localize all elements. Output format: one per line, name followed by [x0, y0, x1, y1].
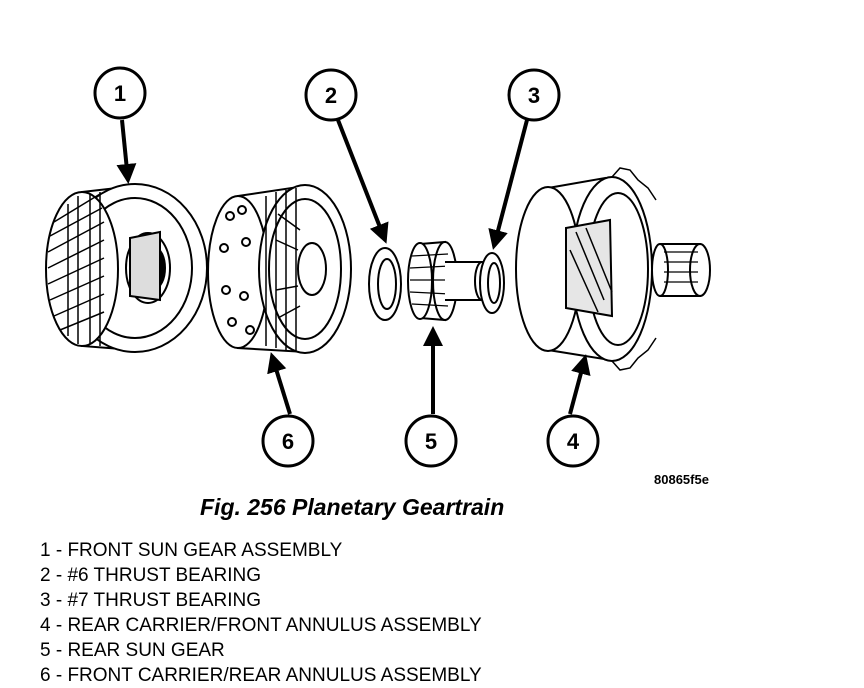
callout-1-label: 1 [114, 81, 126, 106]
arrow-4 [568, 354, 591, 415]
legend-item: 6 - FRONT CARRIER/REAR ANNULUS ASSEMBLY [40, 665, 482, 686]
callout-3-label: 3 [528, 83, 540, 108]
rear-sun-gear-drawing [407, 240, 490, 322]
callout-3: 3 [507, 68, 561, 122]
arrow-6 [267, 352, 292, 415]
callout-5: 5 [404, 414, 458, 468]
thrust-bearing-7-drawing [479, 252, 505, 314]
arrow-2 [336, 119, 389, 244]
legend-item: 5 - REAR SUN GEAR [40, 640, 225, 661]
arrow-1 [116, 119, 137, 184]
callout-5-label: 5 [425, 429, 437, 454]
front-carrier-rear-annulus-drawing [207, 184, 352, 354]
arrow-3 [488, 119, 529, 250]
callout-6: 6 [261, 414, 315, 468]
legend-item: 4 - REAR CARRIER/FRONT ANNULUS ASSEMBLY [40, 615, 482, 636]
callout-1: 1 [93, 66, 147, 120]
thrust-bearing-6-drawing [368, 247, 402, 321]
figure-image-id: 80865f5e [654, 472, 709, 487]
legend-item: 1 - FRONT SUN GEAR ASSEMBLY [40, 540, 343, 561]
callout-2: 2 [304, 68, 358, 122]
rear-carrier-front-annulus-drawing [515, 167, 711, 371]
parts-legend: 1 - FRONT SUN GEAR ASSEMBLY 2 - #6 THRUS… [40, 538, 482, 688]
figure-caption: Fig. 256 Planetary Geartrain [200, 494, 505, 520]
callout-arrows [116, 119, 591, 415]
legend-item: 2 - #6 THRUST BEARING [40, 565, 262, 586]
callout-2-label: 2 [325, 83, 337, 108]
callout-4: 4 [546, 414, 600, 468]
callout-4-label: 4 [567, 429, 580, 454]
legend-item: 3 - #7 THRUST BEARING [40, 590, 262, 611]
front-sun-gear-assembly-drawing [45, 183, 208, 353]
callout-6-label: 6 [282, 429, 294, 454]
